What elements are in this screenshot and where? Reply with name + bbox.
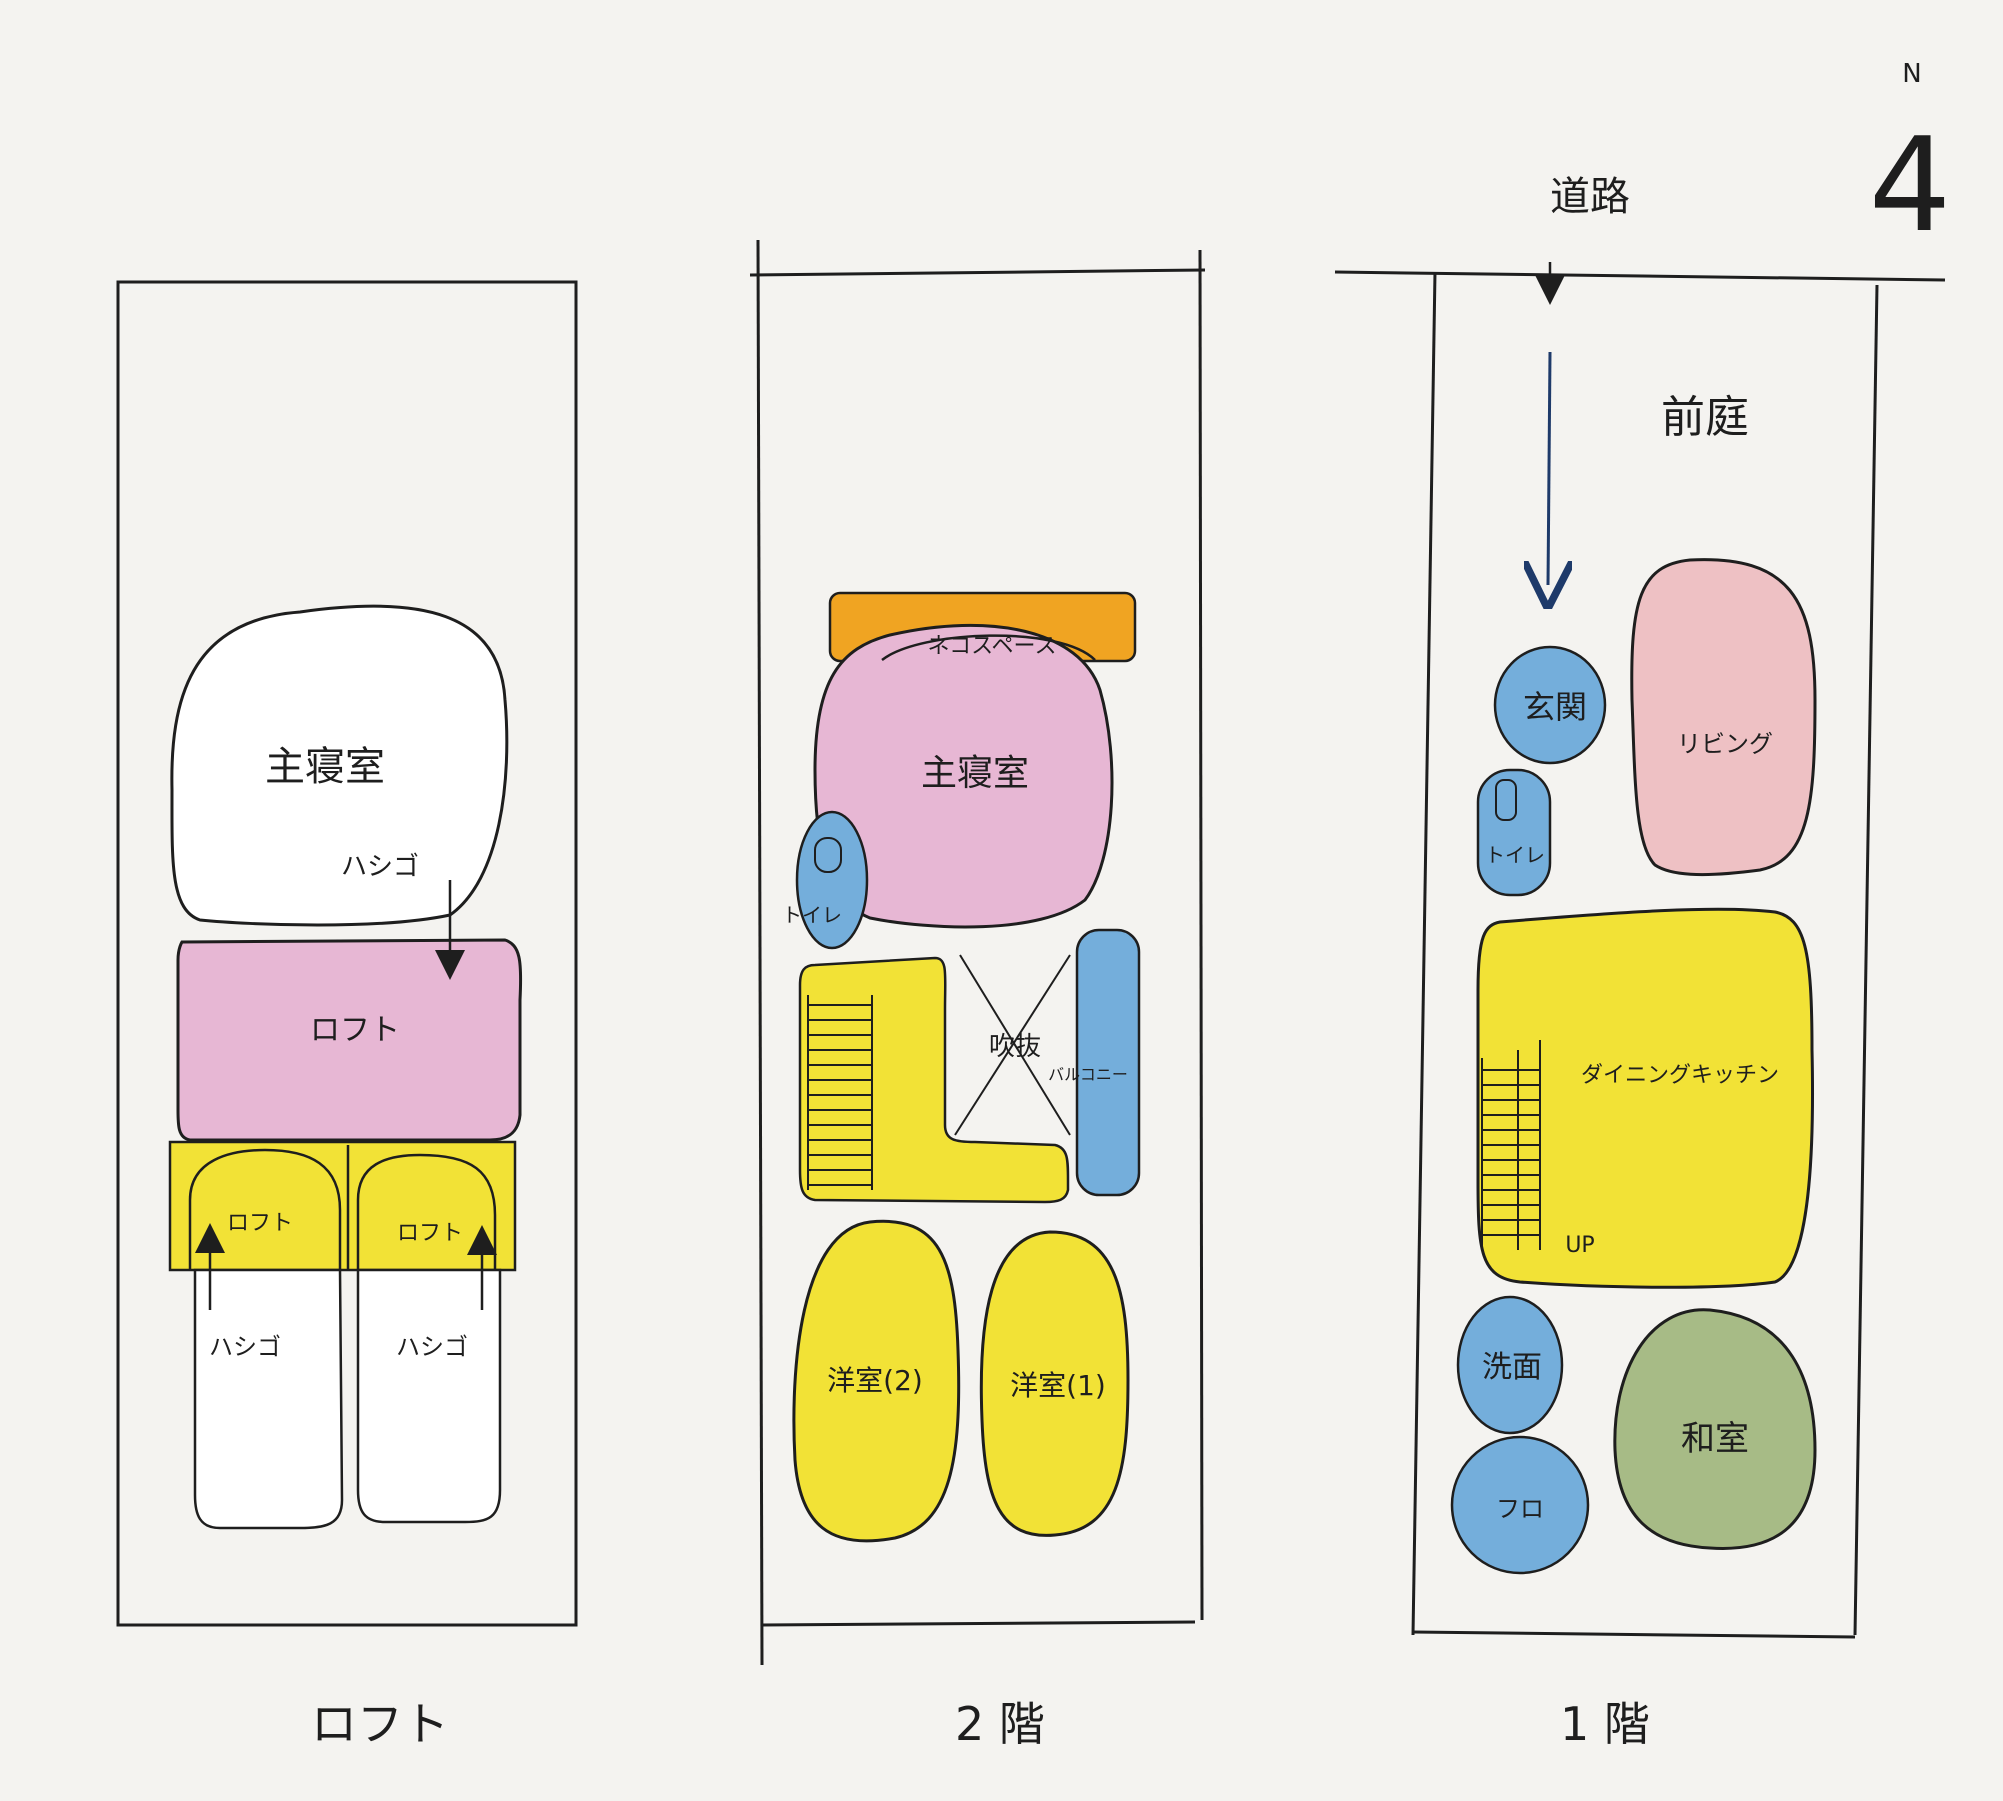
2f-toilet-shape <box>795 810 869 950</box>
2f-cat-space-label: ネコスペース <box>928 634 1057 659</box>
road-label: 道路 <box>1550 174 1630 220</box>
north-number: 4 <box>1869 109 1952 261</box>
2f-toilet-fixture <box>814 837 842 873</box>
2f-void-label: 吹抜 <box>989 1032 1041 1062</box>
1f-stair-treads <box>1481 1040 1541 1250</box>
2f-void-cross-a <box>959 954 1071 1136</box>
2f-right-line <box>1198 249 1204 1621</box>
1f-toilet-shape <box>1476 768 1552 897</box>
1f-washroom-shape <box>1456 1295 1564 1435</box>
1f-toilet-label: トイレ <box>1485 843 1545 867</box>
approach-arrow <box>1548 351 1550 585</box>
1f-entrance-label: 玄関 <box>1523 688 1587 726</box>
loft-ladder-right-label: ハシゴ <box>396 1333 468 1361</box>
second-floor-plan: ネコスペース 主寝室 トイレ 吹抜 バルコニー 洋室(2) 洋室(1) 2 階 <box>749 239 1206 1751</box>
2f-cat-space-arc <box>881 634 1096 661</box>
2f-balcony-label: バルコニー <box>1048 1065 1128 1084</box>
loft-master-bedroom-shape <box>170 604 509 927</box>
1f-floor-label: 1 階 <box>1560 1697 1650 1751</box>
2f-western-room-2-label: 洋室(2) <box>827 1364 923 1397</box>
2f-floor-label: 2 階 <box>955 1697 1045 1751</box>
2f-toilet-label: トイレ <box>782 903 842 927</box>
loft-right-label: ロフト <box>397 1221 463 1246</box>
road-line <box>1334 270 1946 282</box>
1f-front-garden-label: 前庭 <box>1661 392 1749 443</box>
loft-lower-left-room <box>193 1268 344 1530</box>
north-label: N <box>1902 59 1921 89</box>
2f-left-line <box>756 239 764 1666</box>
2f-master-bedroom-label: 主寝室 <box>921 753 1029 794</box>
loft-left-label: ロフト <box>227 1211 293 1236</box>
1f-japanese-room-shape <box>1613 1308 1817 1550</box>
2f-western-room-1-label: 洋室(1) <box>1010 1369 1106 1402</box>
2f-void-cross-b <box>954 954 1071 1136</box>
loft-main-shape <box>176 938 523 1142</box>
loft-floor-label: ロフト <box>311 1697 449 1751</box>
1f-entrance-shape <box>1493 645 1607 765</box>
loft-main-label: ロフト <box>310 1013 400 1048</box>
1f-japanese-room-label: 和室 <box>1681 1419 1749 1459</box>
loft-lower-right-room <box>356 1268 502 1524</box>
1f-up-label: UP <box>1565 1233 1594 1258</box>
1f-bath-shape <box>1450 1435 1590 1575</box>
loft-ladder-top-label: ハシゴ <box>341 852 419 882</box>
first-floor-plan: 道路 前庭 玄関 トイレ リビング ダイニングキッチン UP 洗面 フロ 和室 … <box>1334 174 1946 1751</box>
1f-toilet-fixture <box>1495 779 1517 821</box>
loft-right-shape <box>356 1153 497 1270</box>
2f-western-room-1-shape <box>979 1230 1130 1537</box>
1f-living-label: リビング <box>1677 730 1773 758</box>
1f-bottom-line <box>1412 1630 1856 1639</box>
2f-stair-treads <box>807 995 873 1190</box>
1f-right-line <box>1853 284 1879 1636</box>
north-compass: N 4 <box>1869 59 1952 261</box>
1f-dining-kitchen-label: ダイニングキッチン <box>1581 1063 1779 1088</box>
loft-yellow-band <box>168 1140 517 1272</box>
2f-bottom-line <box>761 1620 1196 1627</box>
loft-ladder-left-label: ハシゴ <box>209 1333 281 1361</box>
2f-top-line <box>749 268 1206 277</box>
1f-left-line <box>1411 271 1437 1636</box>
1f-dining-kitchen-shape <box>1476 907 1815 1289</box>
1f-bath-label: フロ <box>1496 1495 1544 1523</box>
loft-master-bedroom-label: 主寝室 <box>265 744 385 790</box>
2f-master-bedroom-shape <box>813 623 1114 929</box>
2f-western-room-2-shape <box>792 1219 961 1543</box>
1f-living-shape <box>1630 558 1817 877</box>
1f-washroom-label: 洗面 <box>1482 1350 1542 1385</box>
loft-outline <box>116 280 578 1627</box>
loft-floor-plan: 主寝室 ハシゴ ロフト ロフト ロフト ハシゴ ハシゴ ロフト <box>116 280 578 1751</box>
loft-left-shape <box>188 1148 342 1270</box>
2f-balcony-shape <box>1075 928 1141 1197</box>
